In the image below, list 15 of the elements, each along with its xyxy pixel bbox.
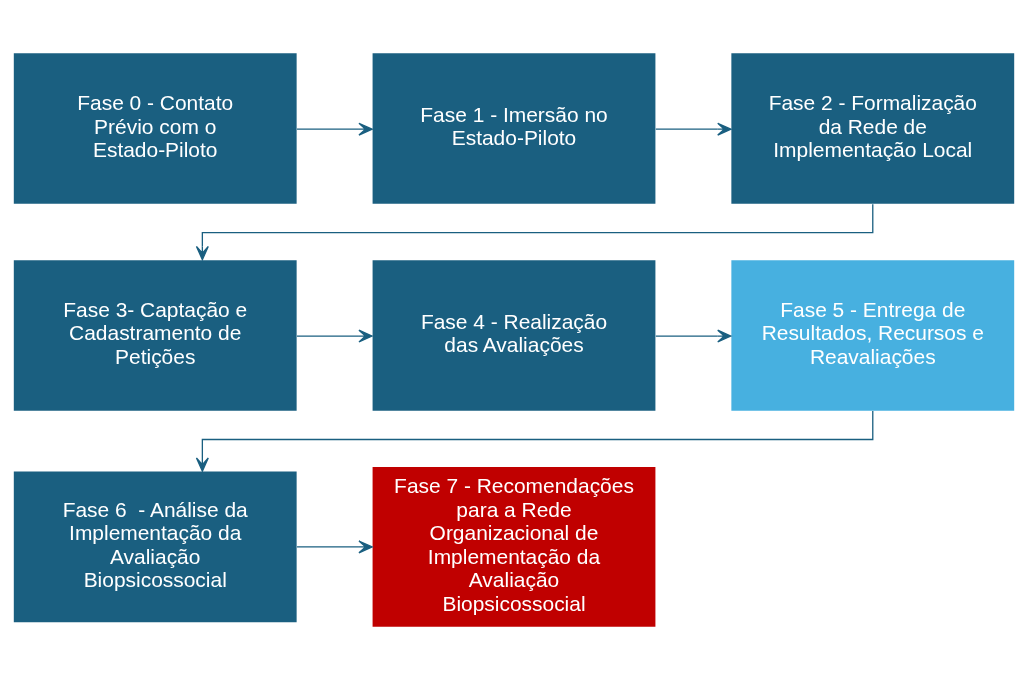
arrow [296,122,373,136]
arrow [195,409,874,472]
node-box: Fase 7 - Recomendações para a Rede Organizacional de Implementação da Avaliação Biopsicossocial [372,466,656,627]
node-box: Fase 3- Captação e Cadastramento de Petições [13,259,297,411]
arrow [296,539,373,553]
arrow [655,329,732,343]
arrow [195,203,874,260]
arrow [296,329,373,343]
node-box: Fase 5 - Entrega de Resultados, Recursos e Reavaliações [731,259,1015,411]
node-box: Fase 0 - Contato Prévio com o Estado-Piloto [13,52,297,204]
node-box: Fase 6 - Análise da Implementação da Avaliação Biopsicossocial [13,471,297,622]
node-box: Fase 1 - Imersão no Estado-Piloto [372,52,656,204]
node-box: Fase 4 - Realização das Avaliações [372,259,656,411]
node-box: Fase 2 - Formalização da Rede de Implementação Local [731,52,1015,204]
arrow [655,122,732,136]
